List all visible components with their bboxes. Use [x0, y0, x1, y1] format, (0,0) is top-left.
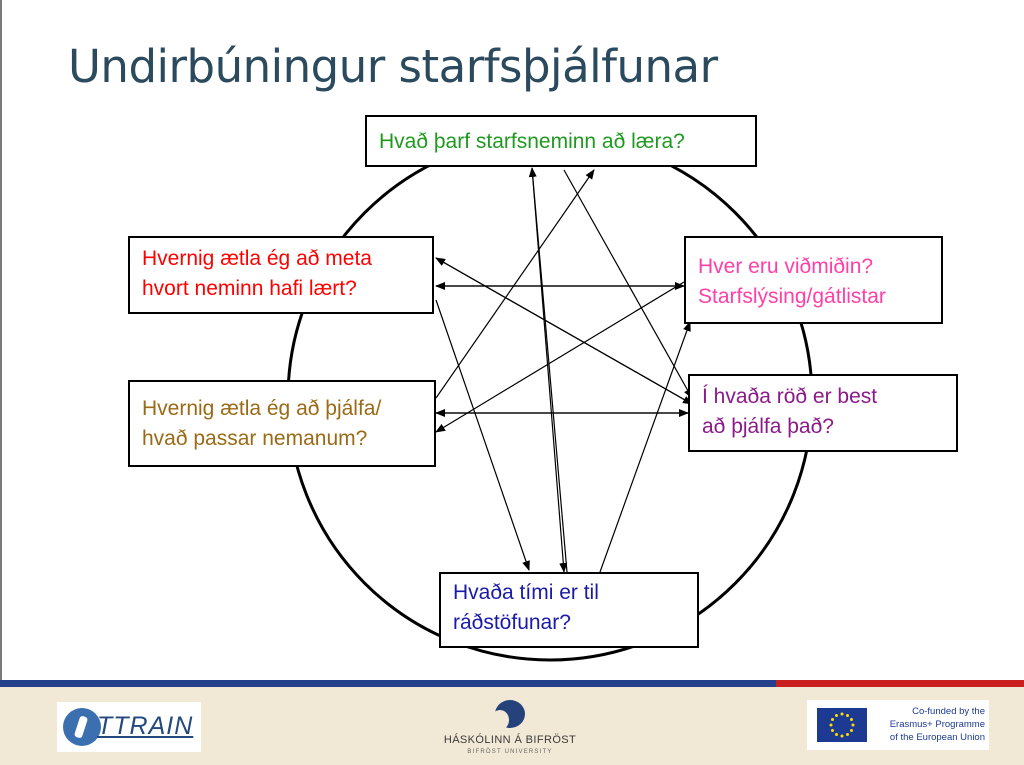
eu-flag-icon [817, 708, 867, 742]
box-criteria-line-1: Hver eru viðmiðin? [698, 255, 874, 278]
slide-title: Undirbúningur starfsþjálfunar [68, 40, 718, 93]
box-what-to-learn-line-1: Hvað þarf starfsneminn að læra? [379, 130, 685, 153]
box-available-time: Hvaða tími er til ráðstöfunar? [439, 572, 699, 648]
footer-red-bar [776, 680, 1024, 687]
arrow-rightmid-to-lefttop [435, 257, 693, 405]
erasmus-line-2: Erasmus+ Programme [889, 719, 985, 730]
box-available-time-line-2: ráðstöfunar? [453, 611, 571, 634]
box-what-to-learn: Hvað þarf starfsneminn að læra? [365, 115, 757, 167]
arrow-lefttop-to-bottom [435, 299, 530, 571]
erasmus-line-3: of the European Union [889, 732, 985, 743]
bifrost-university-subtitle: BIFRÖST UNIVERSITY [467, 749, 553, 755]
box-available-time-line-1: Hvaða tími er til [453, 581, 599, 604]
bifrost-logo: HÁSKÓLINN Á BIFRÖST BIFRÖST UNIVERSITY [440, 696, 580, 760]
erasmus-text: Co-funded by the Erasmus+ Programme of t… [871, 705, 985, 744]
arrow-bottom-to-top [528, 167, 568, 573]
bifrost-logo-icon [491, 700, 525, 730]
erasmus-line-1: Co-funded by the [912, 706, 985, 717]
box-criteria: Hver eru viðmiðin? Starfslýsing/gátlista… [684, 236, 943, 324]
box-how-to-assess: Hvernig ætla ég að meta hvort neminn haf… [128, 236, 434, 314]
arrow-righttop-to-leftmid [435, 281, 685, 433]
bifrost-university-name: HÁSKÓLINN Á BIFRÖST [443, 734, 577, 746]
ittrain-logo-icon [63, 708, 101, 746]
box-how-to-assess-line-2: hvort neminn hafi lært? [142, 277, 357, 300]
arrow-bottom-to-righttop [599, 321, 691, 573]
box-how-to-assess-line-1: Hvernig ætla ég að meta [142, 247, 372, 270]
box-training-order: Í hvaða röð er best að þjálfa það? [688, 374, 958, 452]
ittrain-logo: TTRAIN [57, 702, 201, 752]
box-how-to-train-line-2: hvað passar nemanum? [142, 427, 368, 450]
box-training-order-line-1: Í hvaða röð er best [702, 385, 878, 408]
box-training-order-line-2: að þjálfa það? [702, 415, 834, 438]
box-how-to-train: Hvernig ætla ég að þjálfa/ hvað passar n… [128, 380, 436, 467]
box-criteria-line-2: Starfslýsing/gátlistar [698, 285, 886, 308]
arrow-leftmid-to-top [435, 169, 595, 399]
footer-blue-bar [0, 680, 776, 687]
arrow-top-to-rightmid [563, 169, 693, 399]
erasmus-logo: Co-funded by the Erasmus+ Programme of t… [807, 700, 989, 750]
ittrain-logo-text: TTRAIN [97, 712, 194, 740]
box-how-to-train-line-1: Hvernig ætla ég að þjálfa/ [142, 397, 382, 420]
